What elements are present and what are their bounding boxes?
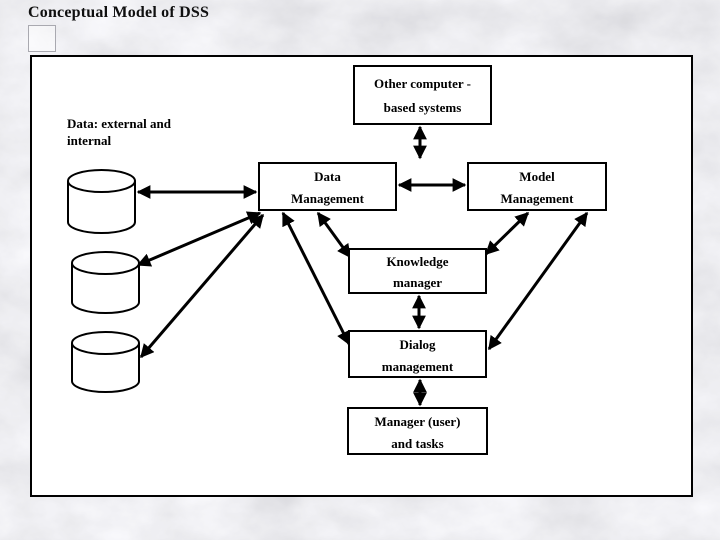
- node-label-line1: Other computer -: [374, 76, 471, 91]
- node-label-line1: Model: [519, 169, 555, 184]
- edge-datamgmt-dialog: [281, 211, 351, 346]
- node-label-line1: Data: [314, 169, 341, 184]
- database-cylinder-3: [71, 331, 140, 393]
- node-data-management: Data Management: [258, 162, 397, 211]
- edge-datamgmt-knowledge: [316, 211, 352, 259]
- data-sources-label-line2: internal: [67, 133, 112, 148]
- node-other-computer-based-systems: Other computer - based systems: [353, 65, 492, 125]
- node-model-management: Model Management: [467, 162, 607, 211]
- edge-db3-datamgmt: [139, 213, 265, 359]
- database-cylinder-1: [67, 169, 136, 234]
- node-label-line1: Manager (user): [374, 414, 461, 429]
- database-cylinder-2: [71, 251, 140, 314]
- node-label-line2: Management: [500, 191, 574, 206]
- slide-title: Conceptual Model of DSS: [28, 4, 210, 21]
- decor-square: [28, 25, 56, 52]
- node-label-line1: Dialog: [399, 337, 436, 352]
- data-sources-label: Data: external and internal: [67, 115, 227, 149]
- edge-modelmgmt-dialog: [487, 211, 589, 351]
- diagram-connectors: [67, 125, 589, 407]
- node-label-line2: management: [381, 359, 454, 374]
- node-knowledge-manager: Knowledge manager: [348, 248, 487, 294]
- node-label-line2: manager: [392, 275, 443, 290]
- node-dialog-management: Dialog management: [348, 330, 487, 378]
- node-label-line2: based systems: [383, 100, 462, 115]
- node-label-line2: Management: [291, 191, 364, 206]
- node-manager-user-and-tasks: Manager (user) and tasks: [347, 407, 488, 455]
- edge-modelmgmt-knowledge: [484, 211, 530, 256]
- diagram-panel: Data: external and internal Other comput…: [30, 55, 693, 497]
- node-label-line2: and tasks: [391, 436, 444, 451]
- data-sources-label-line1: Data: external and: [67, 116, 171, 131]
- node-label-line1: Knowledge: [386, 254, 449, 269]
